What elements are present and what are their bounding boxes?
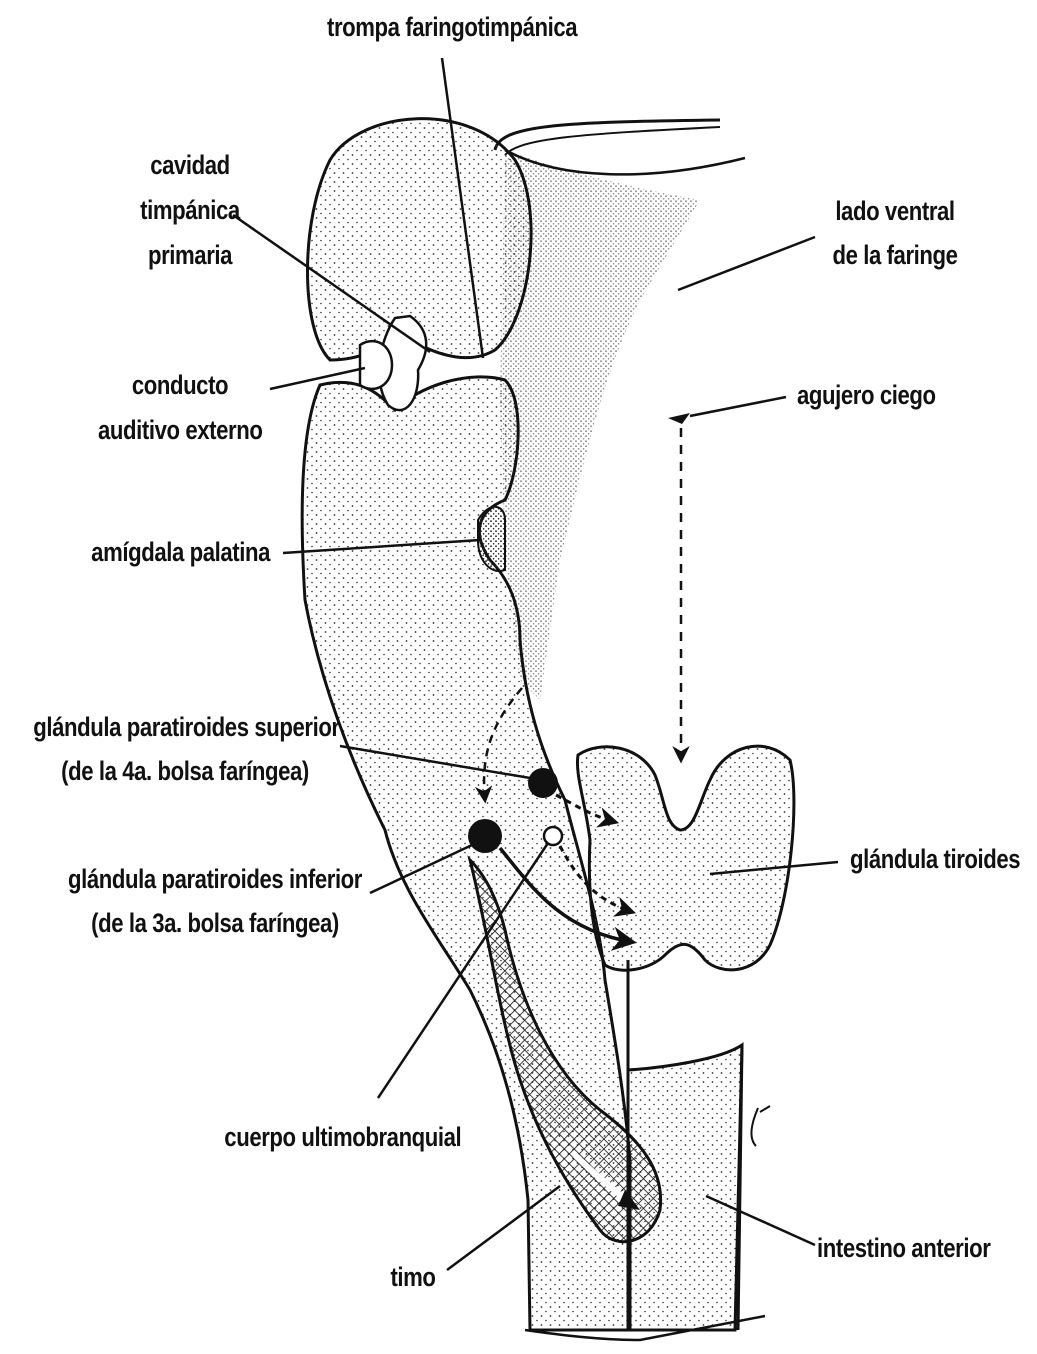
- label-trompa: trompa faringotimpánica: [327, 12, 573, 42]
- label-paratiroides-inferior-line2: (de la 3a. bolsa faríngea): [63, 908, 366, 938]
- label-amigdala: amígdala palatina: [65, 537, 270, 567]
- foramen-cecum-mark: [668, 413, 690, 424]
- label-lado-ventral-line2: de la faringe: [817, 240, 973, 270]
- label-paratiroides-superior: glándula paratiroides superior (de la 4a…: [33, 712, 336, 786]
- ultimobranchial-body: [544, 827, 562, 845]
- parathyroid-superior: [528, 768, 558, 798]
- label-agujero: agujero ciego: [797, 380, 936, 410]
- label-conducto-line2: auditivo externo: [98, 415, 262, 445]
- pharynx-top-outline: [495, 120, 720, 150]
- leader-lado-ventral: [678, 237, 815, 290]
- label-conducto-line1: conducto: [98, 370, 262, 400]
- label-timo: timo: [384, 1262, 441, 1292]
- foregut-tube: [628, 960, 742, 1330]
- label-tiroides: glándula tiroides: [850, 844, 1020, 874]
- label-paratiroides-inferior: glándula paratiroides inferior (de la 3a…: [63, 864, 366, 938]
- conducto-pocket: [360, 341, 392, 389]
- label-cavidad-line3: primaria: [124, 240, 255, 270]
- label-conducto: conducto auditivo externo: [98, 370, 262, 445]
- tube-mark: [752, 1106, 770, 1146]
- label-intestino: intestino anterior: [817, 1233, 990, 1263]
- label-cavidad-line1: cavidad: [124, 150, 255, 180]
- label-lado-ventral-line1: lado ventral: [817, 196, 973, 226]
- label-paratiroides-superior-line2: (de la 4a. bolsa faríngea): [33, 756, 336, 786]
- label-lado-ventral: lado ventral de la faringe: [817, 196, 973, 270]
- label-paratiroides-inferior-line1: glándula paratiroides inferior: [63, 864, 366, 894]
- label-cavidad-line2: timpánica: [124, 195, 255, 225]
- leader-agujero: [690, 397, 786, 416]
- pharynx-top-outline-inner: [505, 127, 720, 155]
- parathyroid-inferior: [468, 819, 502, 853]
- label-cavidad: cavidad timpánica primaria: [124, 150, 255, 270]
- label-paratiroides-superior-line1: glándula paratiroides superior: [33, 712, 336, 742]
- label-ultimobranquial: cuerpo ultimobranquial: [224, 1122, 445, 1152]
